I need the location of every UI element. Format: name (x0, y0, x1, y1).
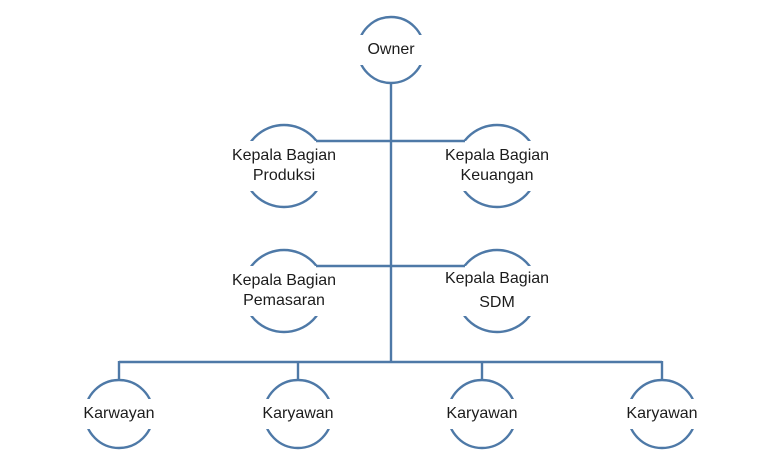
node-label-pemasaran: Kepala Bagian Pemasaran (209, 266, 359, 316)
node-label-karyawan-1: Karwayan (67, 399, 171, 429)
node-text-line2: Keuangan (460, 167, 534, 184)
node-text-line2: Produksi (252, 167, 316, 184)
node-text-line1: Kepala Bagian (444, 147, 550, 164)
node-text-line1: Kepala Bagian (231, 272, 337, 289)
node-text: Karyawan (262, 405, 334, 422)
node-label-produksi: Kepala Bagian Produksi (209, 141, 359, 191)
node-text-line1: Kepala Bagian (231, 147, 337, 164)
node-text: Karyawan (446, 405, 518, 422)
node-text: Karwayan (83, 405, 155, 422)
node-text-line2: Pemasaran (243, 292, 325, 309)
node-label-karyawan-3: Karyawan (430, 399, 534, 429)
node-text-line1: Kepala Bagian (444, 270, 550, 287)
node-label-karyawan-4: Karyawan (610, 399, 714, 429)
node-label-owner: Owner (345, 35, 437, 65)
node-circles-group (83, 15, 698, 450)
node-text: Karyawan (626, 405, 698, 422)
connector-lines-group (117, 83, 664, 381)
node-label-karyawan-2: Karyawan (246, 399, 350, 429)
node-label-sdm: Kepala Bagian SDM (422, 266, 572, 316)
node-label-keuangan: Kepala Bagian Keuangan (422, 141, 572, 191)
node-text-line2: SDM (479, 294, 515, 311)
node-text: Owner (367, 41, 415, 58)
